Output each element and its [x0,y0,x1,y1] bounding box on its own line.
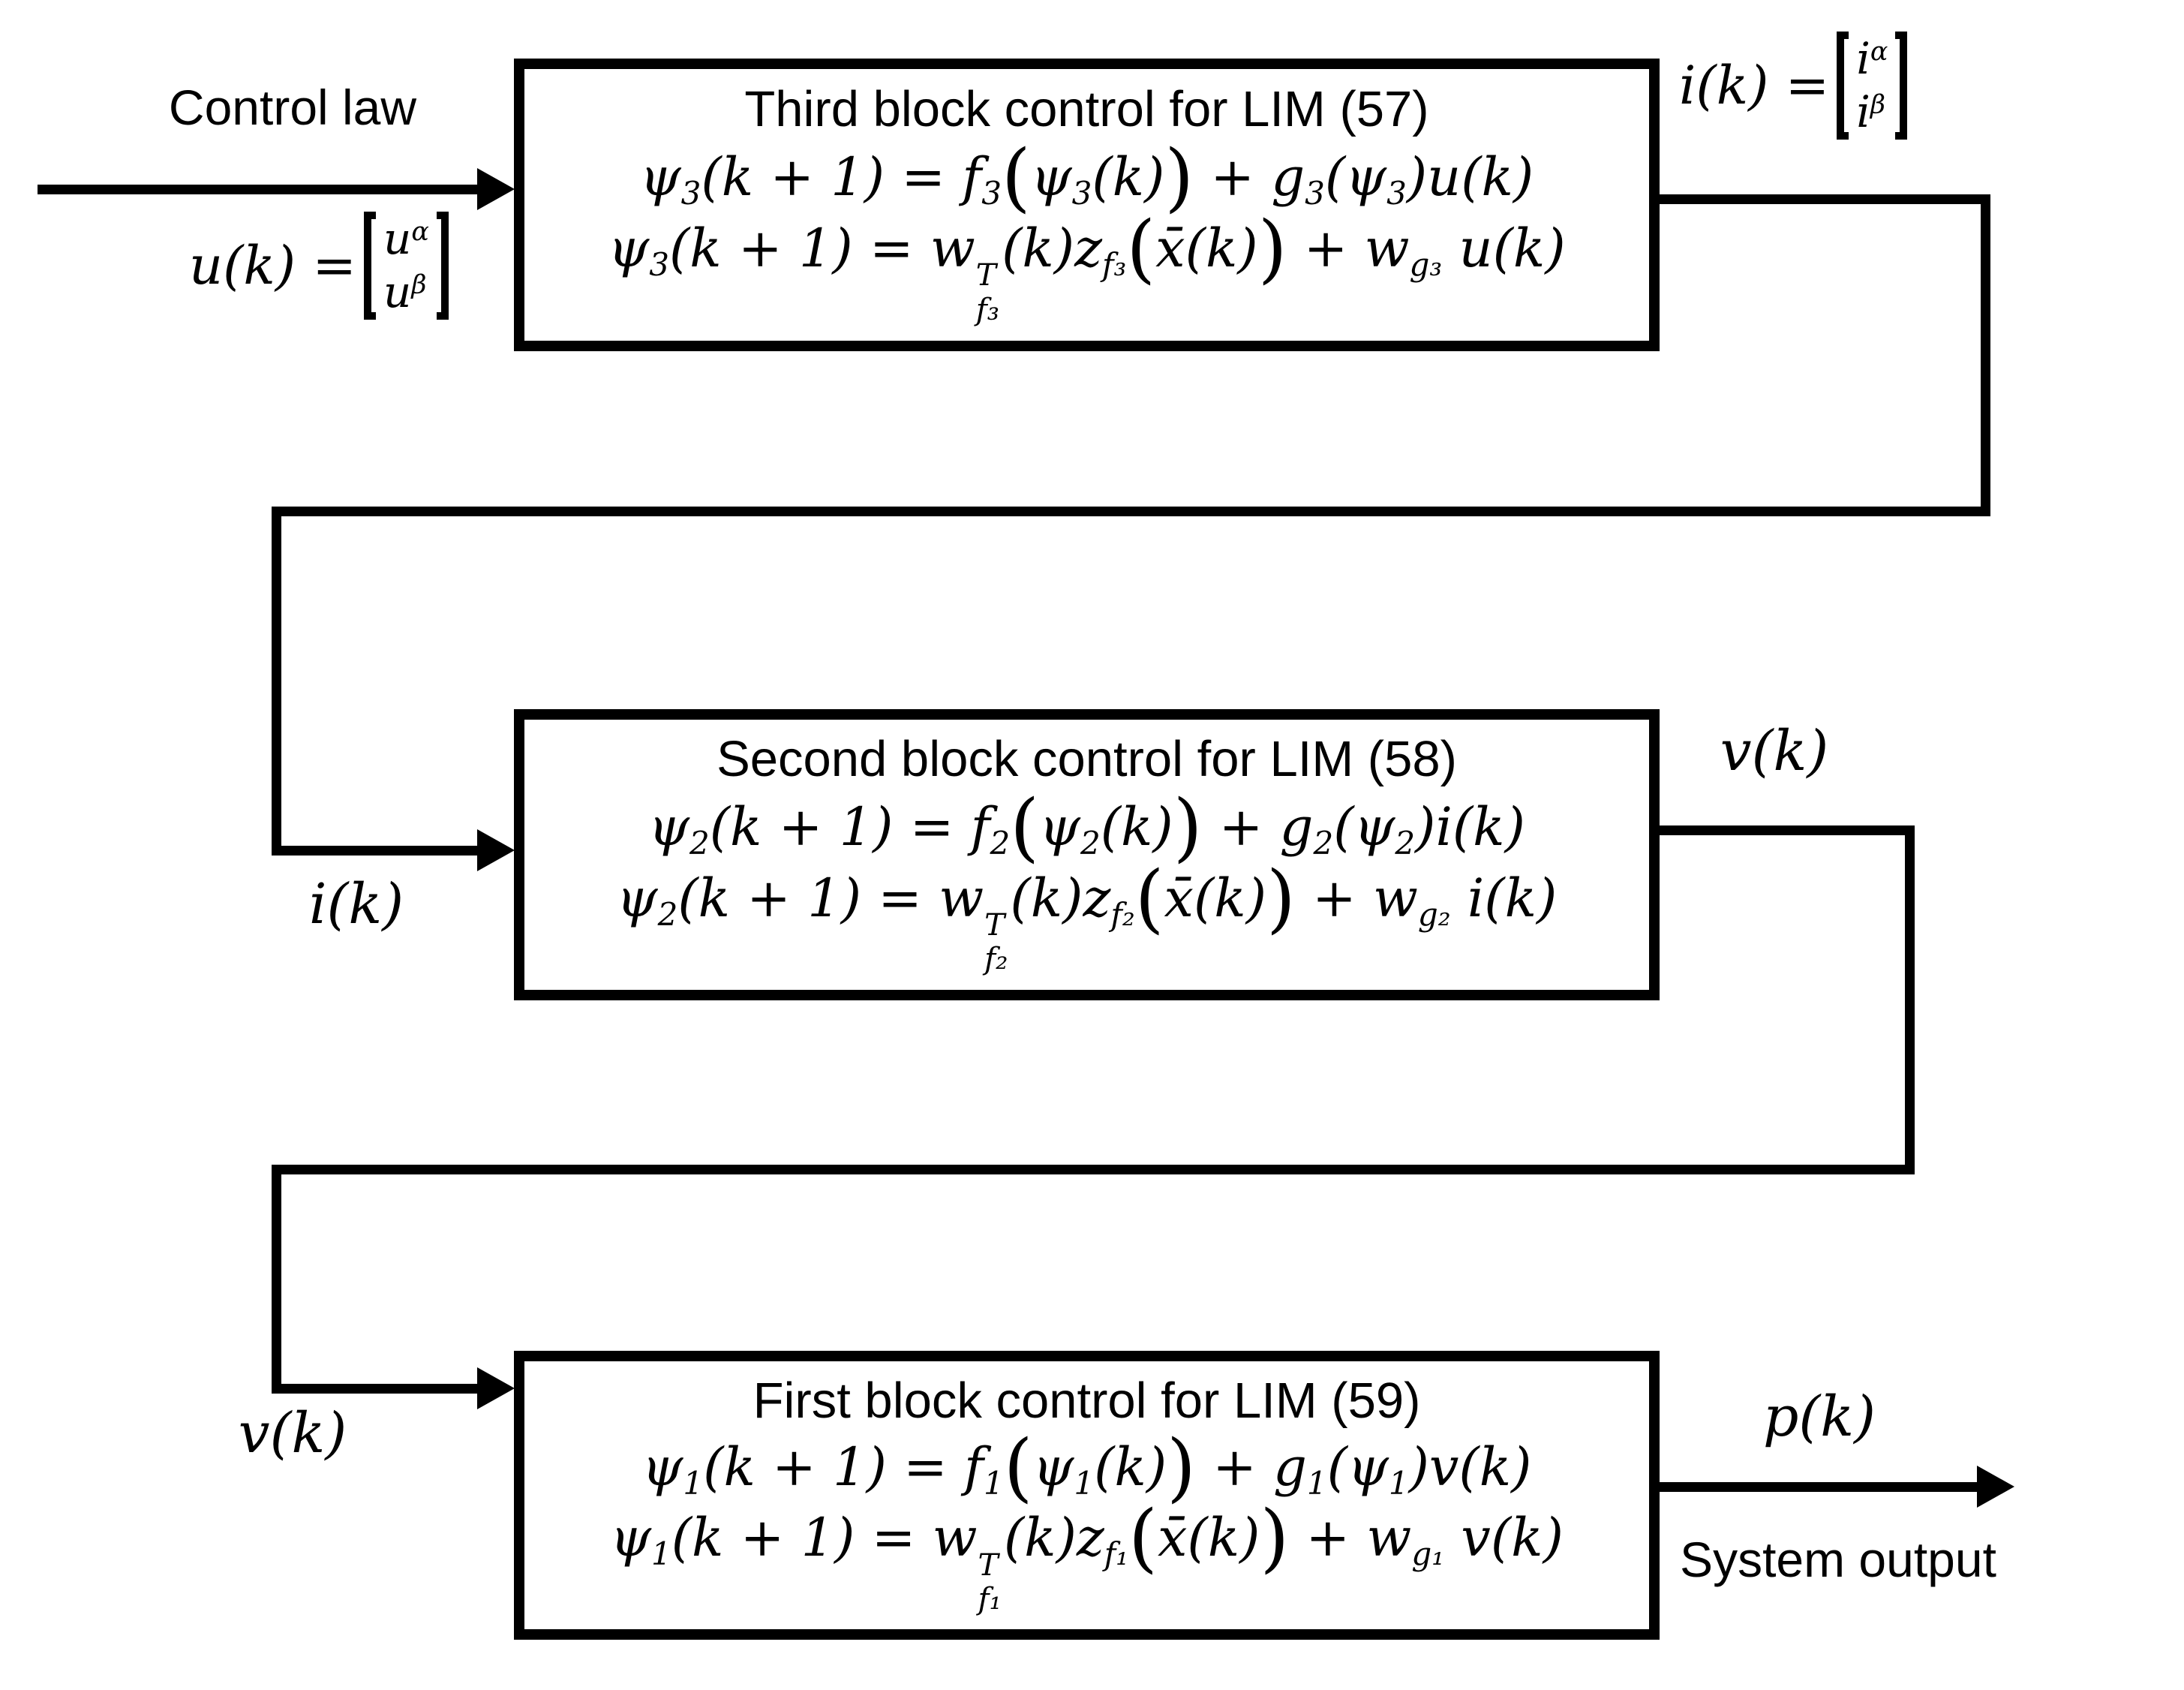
block-second-eq1: ψ2(k + 1) = f2(ψ2(k)) + g2(ψ2)i(k) [648,783,1525,871]
left-bracket [1837,32,1849,140]
connector-b-out-line [1660,825,1915,835]
connector-a-across-line [272,507,1990,516]
connector-b-across-line [272,1165,1915,1174]
connector-a-down-line [1981,194,1990,516]
left-bracket [364,212,377,320]
block-second-lim: Second block control for LIM (58) ψ2(k +… [514,709,1660,1000]
block-second-title: Second block control for LIM (58) [716,731,1457,788]
output-arrow-line [1660,1482,1981,1492]
right-bracket [1895,32,1908,140]
connector-a-into-b-line [272,846,482,856]
vk-input-label: v(k) [238,1401,347,1466]
output-arrow-head-icon [1977,1466,2014,1508]
c-input-arrow-head-icon [477,1367,515,1409]
vk-output-label: v(k) [1720,719,1829,783]
input-eq-lhs: u(k) = [189,234,357,296]
input-signal-matrix: uα uβ [364,212,449,320]
matrix-column: uα uβ [376,212,437,320]
connector-b-into-c-line [272,1384,482,1394]
input-signal-equation: u(k) = uα uβ [189,212,449,320]
matrix-column: iα iβ [1849,32,1895,140]
matrix-row: uβ [383,266,427,317]
block-first-lim: First block control for LIM (59) ψ1(k + … [514,1351,1660,1640]
block-third-lim: Third block control for LIM (57) ψ3(k + … [514,59,1660,351]
pk-output-label: p(k) [1763,1385,1876,1449]
right-bracket [436,212,449,320]
input-arrow-line [38,185,482,194]
ik-input-label: i(k) [308,872,404,937]
block-third-eq1: ψ3(k + 1) = f3(ψ3(k)) + g3(ψ3)u(k) [639,134,1534,221]
control-law-label: Control law [168,80,417,135]
ik-eq-lhs: i(k) = [1679,54,1830,116]
block-third-title: Third block control for LIM (57) [744,80,1429,137]
input-arrow-head-icon [477,168,515,210]
b-input-arrow-head-icon [477,829,515,871]
matrix-row: iα [1856,33,1888,84]
connector-b-down-line [1905,825,1915,1174]
block-first-eq1: ψ1(k + 1) = f1(ψ1(k)) + g1(ψ1)v(k) [641,1424,1532,1511]
system-output-label: System output [1680,1532,1996,1587]
connector-a-left-down-line [272,507,281,856]
connector-a-out-line [1660,194,1990,204]
ik-signal-equation: i(k) = iα iβ [1679,32,1908,140]
ik-signal-matrix: iα iβ [1837,32,1908,140]
block-first-title: First block control for LIM (59) [753,1372,1421,1429]
matrix-row: iβ [1856,86,1886,137]
connector-b-left-down-line [272,1165,281,1394]
matrix-row: uα [383,213,429,264]
